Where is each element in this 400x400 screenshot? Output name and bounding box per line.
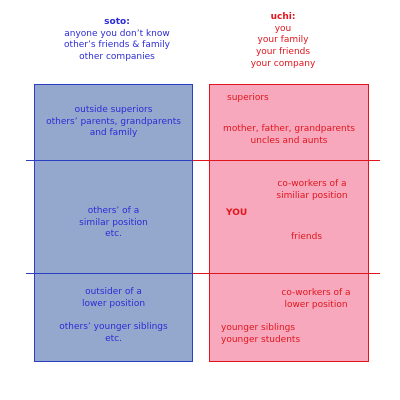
soto-header-line: other’s friends & family xyxy=(64,40,170,51)
soto-cell-line: others’ younger siblings xyxy=(59,322,168,333)
uchi-divider-upper xyxy=(193,160,380,161)
uchi-cell-line: co-workers of a xyxy=(277,179,347,189)
soto-cell-line: others’ of a xyxy=(87,206,140,216)
uchi-header-line: your company xyxy=(250,58,316,69)
soto-cell-line: etc. xyxy=(105,333,122,344)
uchi-coworkers-lower: co-workers of a lower position xyxy=(266,288,366,311)
soto-cell-line: lower position xyxy=(81,298,146,309)
uchi-cell-line: lower position xyxy=(284,299,348,310)
uchi-panel xyxy=(209,84,369,362)
uchi-cell-line: uncles and aunts xyxy=(250,135,328,146)
uchi-header-line: your family xyxy=(257,35,309,46)
soto-header: soto: anyone you don’t know other’s frie… xyxy=(42,17,192,64)
soto-cell-line: outsider of a xyxy=(85,287,142,297)
soto-cell-line: others’ parents, grandparents xyxy=(46,116,181,127)
soto-cell-line: similar position xyxy=(79,217,148,228)
soto-cell-line: etc. xyxy=(105,229,122,240)
soto-divider-upper xyxy=(26,160,193,161)
uchi-divider-lower xyxy=(193,273,380,274)
soto-panel xyxy=(34,84,193,362)
soto-cell-spacer xyxy=(34,310,193,322)
uchi-you-label: YOU xyxy=(226,208,248,218)
uchi-header-line: your friends xyxy=(255,47,311,58)
uchi-cell-line: mother, father, grandparents xyxy=(223,124,355,134)
uchi-cell-line: younger siblings xyxy=(221,323,296,333)
uchi-header: uchi: you your family your friends your … xyxy=(218,12,348,70)
soto-cell-bottom: outsider of a lower position others’ you… xyxy=(34,287,193,345)
soto-cell-middle: others’ of a similar position etc. xyxy=(34,206,193,241)
uchi-cell-line: similiar position xyxy=(276,190,348,201)
soto-divider-lower xyxy=(26,273,193,274)
soto-cell-top: outside superiors others’ parents, grand… xyxy=(34,105,193,140)
uchi-cell-line: younger students xyxy=(221,334,301,345)
uchi-younger-group: younger siblings younger students xyxy=(221,323,300,346)
uchi-header-line: you xyxy=(274,23,292,34)
uchi-friends-label: friends xyxy=(291,232,323,242)
uchi-coworkers-similar: co-workers of a similiar position xyxy=(262,179,362,202)
uchi-family-group: mother, father, grandparents uncles and … xyxy=(209,124,369,147)
uchi-title: uchi: xyxy=(270,12,296,22)
soto-title: soto: xyxy=(104,17,130,27)
uchi-cell-line: co-workers of a xyxy=(281,288,351,298)
uchi-superiors-label: superiors xyxy=(227,93,269,103)
soto-header-line: anyone you don’t know xyxy=(64,28,170,39)
soto-cell-line: outside superiors xyxy=(74,105,153,115)
soto-header-line: other companies xyxy=(79,52,155,63)
soto-cell-line: and family xyxy=(89,128,138,139)
